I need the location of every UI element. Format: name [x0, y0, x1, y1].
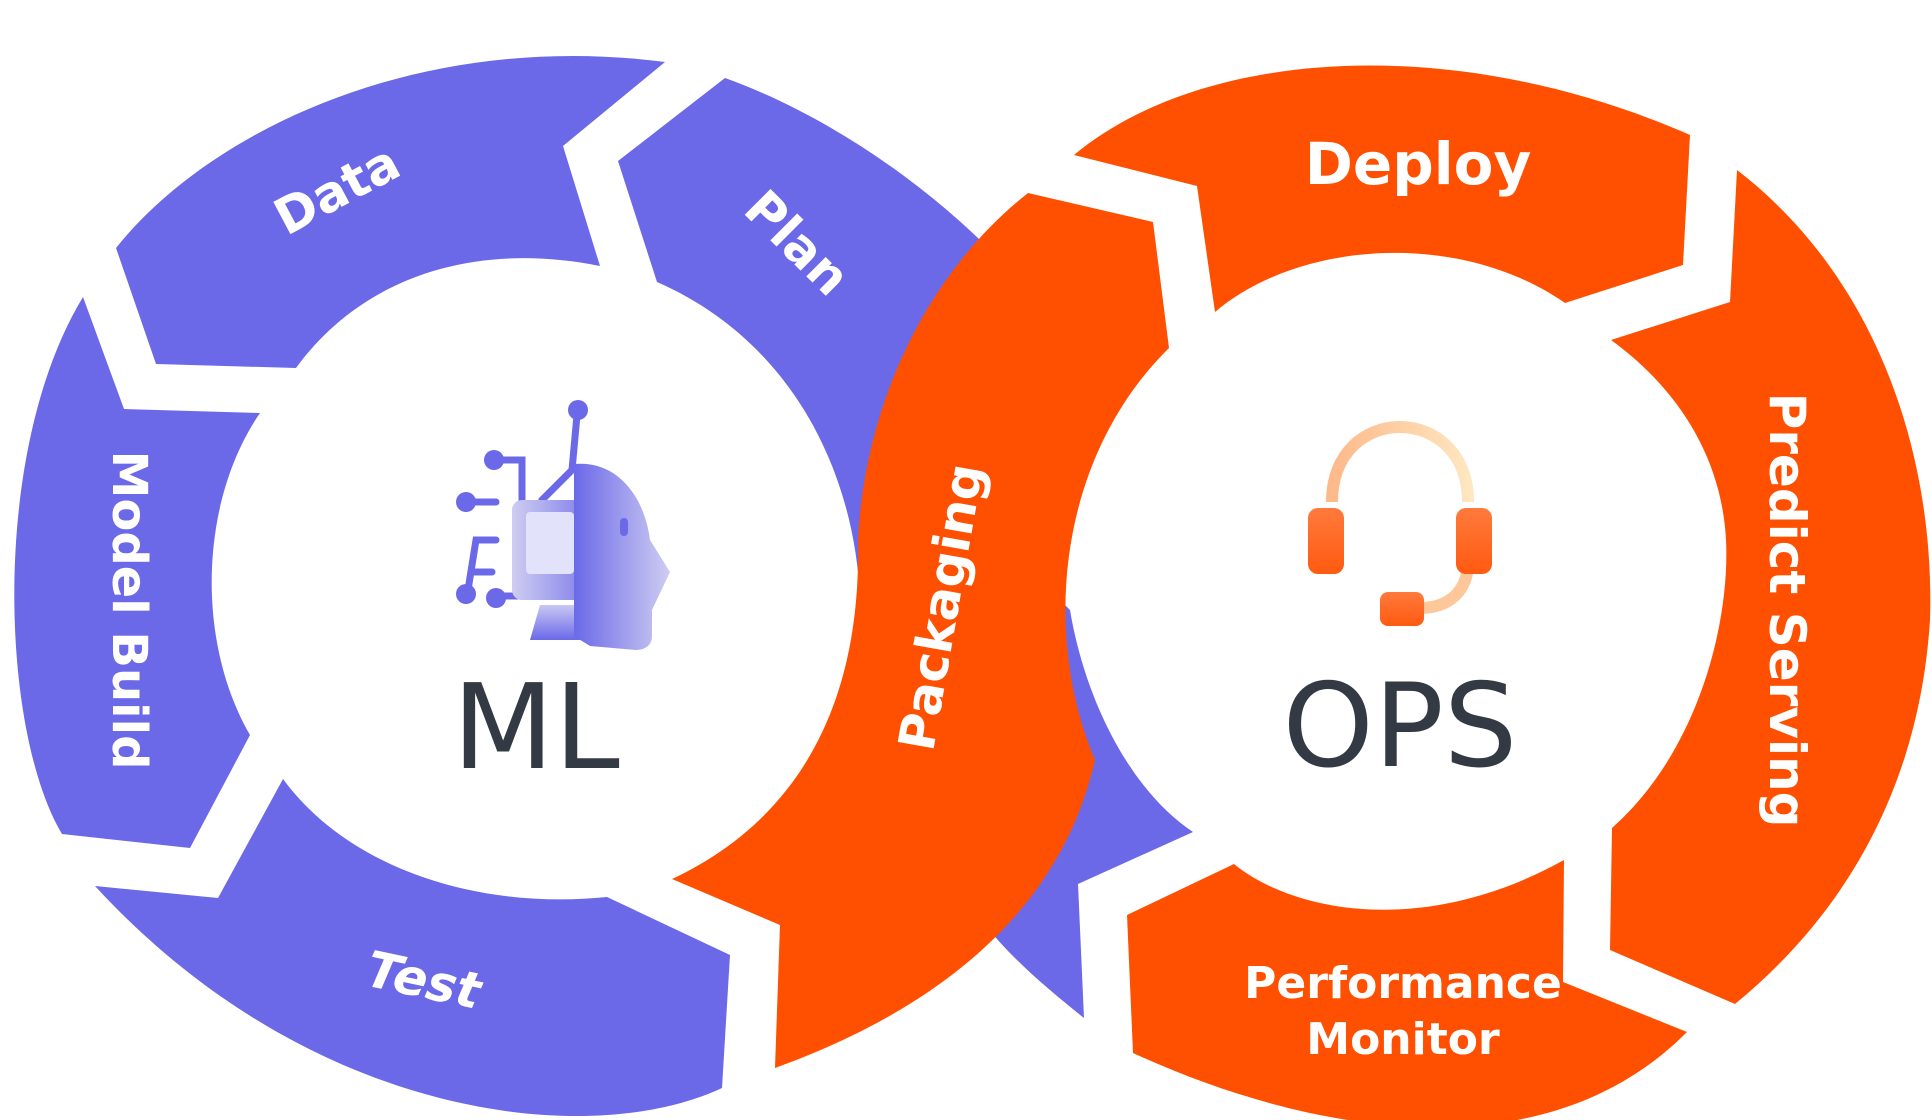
headset-icon	[1308, 421, 1492, 626]
label-predict-serving: Predict Serving	[1758, 393, 1816, 828]
label-performance-monitor-line2: Monitor	[1306, 1014, 1500, 1065]
ml-segment-data[interactable]	[116, 55, 665, 368]
ops-segment-deploy[interactable]	[1074, 65, 1690, 312]
ops-title: OPS	[1283, 659, 1518, 794]
ml-segment-model-build[interactable]	[14, 297, 260, 848]
ops-segment-predict-serving[interactable]	[1610, 170, 1931, 1004]
ml-segment-test[interactable]	[95, 779, 730, 1117]
ops-segment-packaging[interactable]	[672, 193, 1169, 1068]
ops-segment-performance-monitor[interactable]	[1127, 860, 1687, 1120]
ai-head-circuit-icon	[456, 400, 670, 650]
label-deploy: Deploy	[1305, 130, 1532, 198]
ml-title: ML	[452, 658, 620, 796]
ops-ring	[672, 65, 1931, 1120]
label-model-build: Model Build	[101, 451, 157, 770]
label-performance-monitor-line1: Performance	[1244, 958, 1562, 1009]
